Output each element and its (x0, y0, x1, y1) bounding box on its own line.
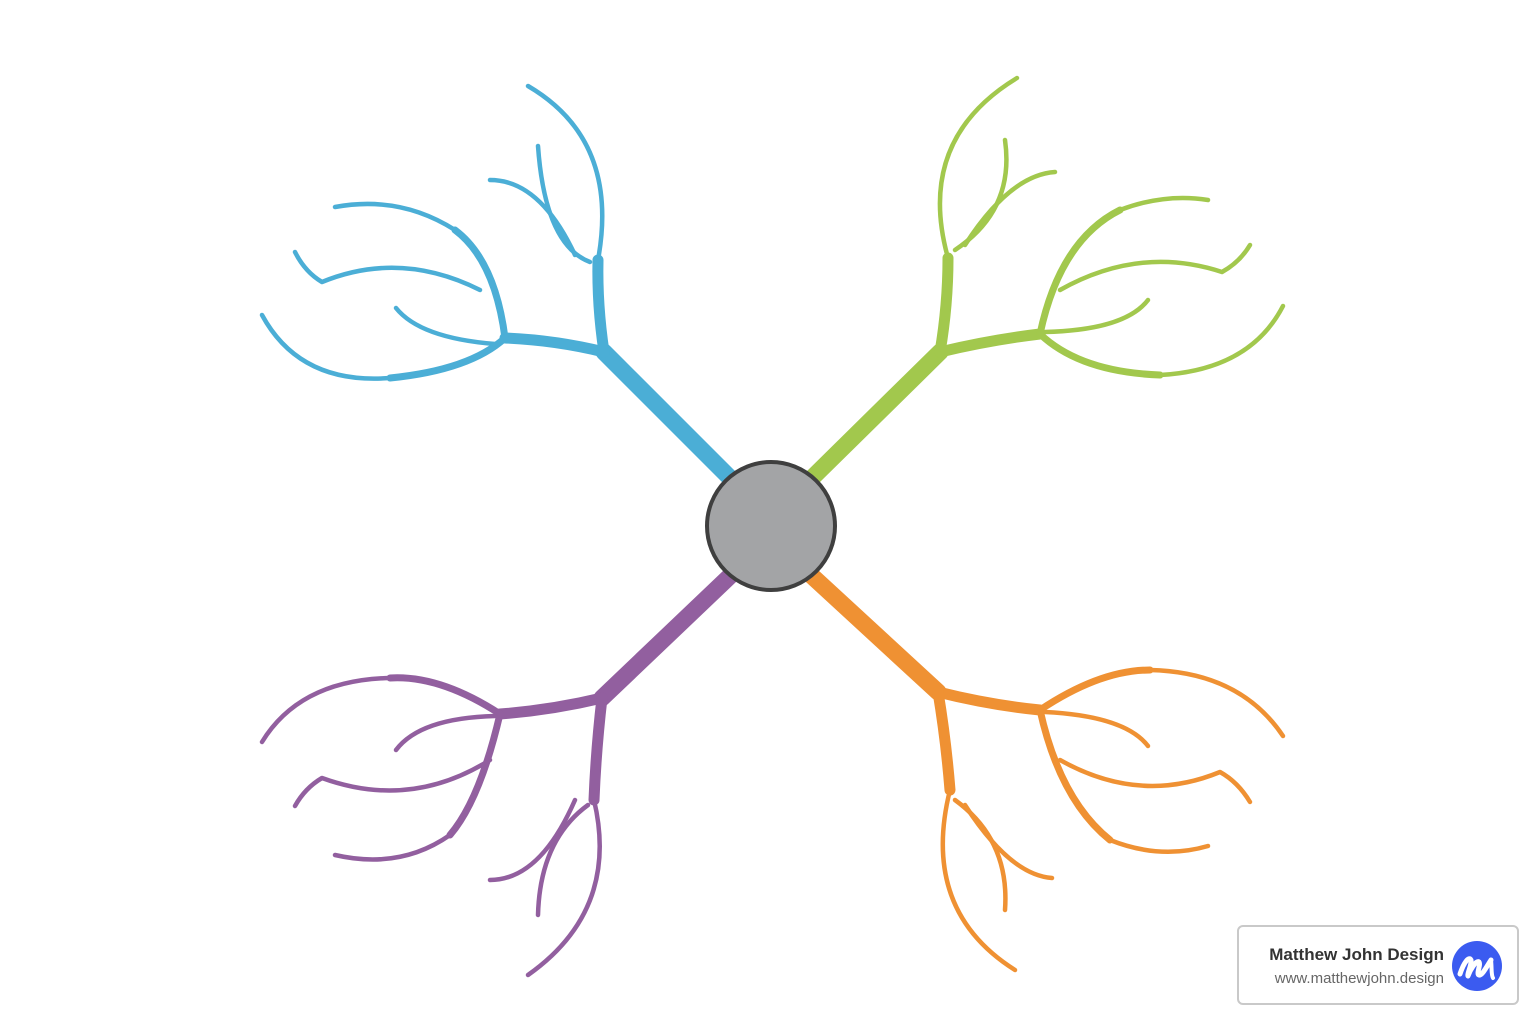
branch-top-left-trunk (595, 343, 739, 487)
branch-bottom-left-sub-left (494, 692, 608, 720)
branch-top-right-tip (952, 137, 1009, 253)
branch-bottom-left-trunk (593, 567, 739, 707)
watermark-badge: Matthew John Design www.matthewjohn.desi… (1237, 925, 1519, 1005)
branch-bottom-left-tip (535, 802, 591, 918)
branch-top-left-sub-left (499, 332, 610, 358)
branch-bottom-left-tip (292, 757, 493, 809)
branch-bottom-left-twig (386, 674, 504, 718)
branch-bottom-right (803, 567, 1286, 973)
branch-bottom-right-tip (1147, 667, 1286, 739)
watermark-name: Matthew John Design (1269, 945, 1444, 964)
branch-bottom-left-sub-down (588, 692, 608, 806)
branch-top-left-sub-up (592, 254, 610, 358)
branch-top-left-tip (393, 305, 498, 347)
branch-bottom-right-tip (940, 787, 1018, 973)
branch-bottom-left-tip (525, 797, 602, 978)
branch-top-right-sub-right (934, 328, 1046, 358)
branch-top-right-tip (1057, 242, 1253, 293)
branch-top-right (803, 75, 1286, 487)
branch-top-right-twig (1036, 330, 1164, 379)
branch-bottom-left-tip (487, 797, 578, 883)
branch-top-left-tip (535, 143, 593, 265)
branch-top-right-sub-up (934, 252, 954, 358)
branch-bottom-right-trunk (803, 567, 947, 701)
script-m-logo-icon (1452, 941, 1502, 991)
branch-bottom-right-tip (1057, 757, 1253, 805)
branch-bottom-right-tip (1042, 709, 1151, 749)
branch-bottom-right-twig (1036, 666, 1154, 714)
branch-top-left-tip (332, 201, 458, 233)
branch-bottom-right-sub-right (932, 686, 1046, 716)
branch-bottom-right-tip (952, 797, 1008, 913)
branch-top-left-tip (292, 249, 483, 293)
branch-top-right-twig (1036, 206, 1124, 338)
branch-bottom-right-sub-down (932, 686, 956, 796)
branch-top-right-trunk (803, 343, 949, 487)
branch-bottom-right-twig (1036, 706, 1114, 844)
branch-top-right-tip (1117, 195, 1211, 213)
branch-bottom-left-tip (393, 713, 498, 753)
branch-top-right-tip (1157, 303, 1286, 378)
branch-bottom-left (259, 567, 739, 978)
branch-top-left (259, 83, 739, 487)
branch-bottom-left-tip (259, 675, 393, 745)
branch-top-left-tip (487, 177, 578, 258)
branch-bottom-left-tip (332, 832, 453, 862)
center-node (705, 460, 837, 592)
branch-top-right-tip (1042, 297, 1151, 335)
branch-top-left-tip (525, 83, 605, 263)
branch-top-left-twig (451, 226, 509, 342)
branch-top-left-tip (259, 312, 393, 381)
branch-bottom-right-tip (962, 802, 1055, 881)
branch-bottom-right-tip (1107, 837, 1211, 854)
branch-bottom-left-twig (446, 710, 504, 839)
branch-top-right-tip (937, 75, 1020, 261)
watermark-url: www.matthewjohn.design (1274, 970, 1444, 987)
branch-top-right-tip (962, 169, 1058, 248)
